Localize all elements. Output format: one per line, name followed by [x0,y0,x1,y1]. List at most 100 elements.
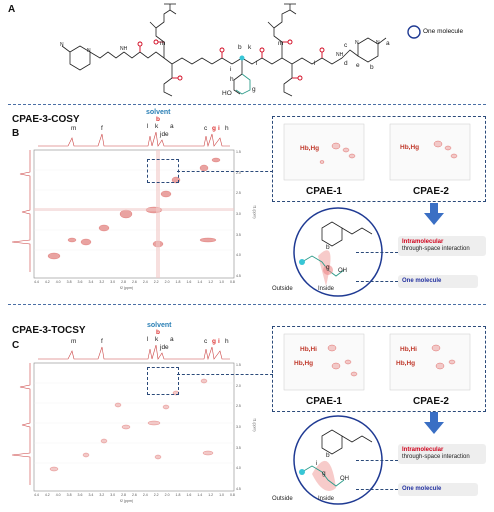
tocsy-x-tick: 3.0 [110,493,116,497]
cosy-x-tick: 2.0 [164,280,170,284]
cosy-x-tick: 3.2 [99,280,105,284]
c-label-h: h [225,338,229,345]
b-label-c: c [204,125,208,132]
c-label-k: k [155,336,159,343]
tocsy-inset-1 [283,333,365,391]
atom-label-c: c [344,42,348,49]
cosy-x-tick: 2.2 [153,280,159,284]
atom-label-d: d [344,60,348,67]
tocsy-callout-text: through-space interaction [402,453,470,460]
tocsy-y-tick: 4.5 [236,487,241,491]
atom-label-e: e [356,62,360,69]
svg-text:NH: NH [120,46,128,52]
panel-b-solvent: solvent [146,109,171,116]
tocsy-x-axis-label: f2 (ppm) [120,499,134,503]
cosy-x-tick: 3.0 [110,280,116,284]
cosy-callout-interaction: Intramolecular through-space interaction [398,236,486,256]
cosy-callout-line-2 [356,281,398,282]
tocsy-x-tick: 2.4 [142,493,148,497]
cosy-callout-text: through-space interaction [402,245,470,252]
tocsy-inset-frame [272,326,486,412]
b-label-l: l [147,123,149,130]
c-label-i: i [218,338,220,345]
tocsy-callout-line-2 [356,489,398,490]
tocsy-x-tick: 1.0 [219,493,224,497]
tocsy-inset-2-label: CPAE-2 [413,396,449,407]
tocsy-callout-red: Intramolecular [402,447,444,453]
b-label-a: a [170,123,174,130]
atom-label-l-right: l [314,60,316,67]
cosy-inside-label: Inside [318,286,335,292]
cosy-x-tick: 2.6 [132,280,137,284]
cosy-x-tick: 0.8 [230,280,235,284]
cosy-x-tick: 3.6 [77,280,83,284]
panel-b-peak-b: b [156,116,160,123]
cosy-mol-label-oh: OH [338,268,347,274]
cosy-inset-1 [283,123,365,181]
cosy-y-tick: 3.0 [236,212,241,216]
tocsy-y-tick: 4.0 [236,466,241,471]
atom-label-a: a [386,40,390,47]
cosy-molecule-circle [293,207,383,297]
cosy-x-tick: 4.0 [55,280,61,284]
tocsy-x-tick: 4.2 [44,493,50,497]
b-label-f: f [101,125,103,132]
cosy-x-tick: 1.6 [186,280,192,284]
c-label-g: g [212,338,216,345]
tocsy-inset-2-cross-2: Hb,Hg [396,360,416,367]
tocsy-outside-label: Outside [272,496,293,502]
panel-c-solvent: solvent [147,322,172,329]
panel-c-letter: C [12,340,20,351]
cosy-mol-label-b: b [326,244,330,251]
cosy-callout-one-molecule: One molecule [398,275,478,288]
c-label-m: m [71,338,77,345]
cosy-y-tick: 2.0 [236,170,241,175]
tocsy-zoom-box [147,367,179,395]
tocsy-mol-label-g: g [322,470,326,477]
b-label-i: i [218,125,220,132]
b-label-jde: jde [160,131,169,138]
atom-label-m-right: m [278,40,284,47]
tocsy-mol-label-b: b [326,452,330,459]
tocsy-y-axis-label: f1 (ppm) [252,418,257,432]
tocsy-x-tick: 3.8 [66,493,72,497]
cosy-x-tick: 1.4 [197,280,203,284]
svg-text:N: N [355,40,359,46]
arrow-down-icon [424,203,444,225]
svg-text:NH: NH [336,52,344,58]
cosy-callout-line-1 [356,252,398,253]
cosy-x-tick: 3.8 [66,280,72,284]
atom-label-b: b [238,44,242,51]
c-label-f: f [101,338,103,345]
tocsy-y-tick: 1.5 [236,363,241,367]
tocsy-inset-1-cross-2: Hb,Hg [294,360,314,367]
cosy-inset-1-cross: Hb,Hg [300,145,320,152]
cosy-x-tick: 3.4 [88,280,94,284]
cosy-x-tick: 1.0 [219,280,224,284]
cosy-inset-2 [389,123,471,181]
cosy-x-tick: 4.2 [44,280,50,284]
cosy-inset-2-label: CPAE-2 [413,186,449,197]
tocsy-x-tick: 3.4 [88,493,94,497]
tocsy-x-tick: 1.4 [197,493,203,497]
cosy-y-tick: 4.0 [236,253,241,258]
arrow-down-icon-c [424,412,444,434]
b-label-h: h [225,125,229,132]
cosy-mol-label-g: g [326,264,330,271]
legend-one-molecule: One molecule [423,28,464,35]
atom-label-k-center: k [248,44,252,51]
atom-label-i: i [230,66,232,73]
cosy-x-tick: 1.2 [208,280,214,284]
cosy-inset-2-cross: Hb,Hg [400,144,420,151]
atom-label-b-right: b [370,64,374,71]
cosy-callout-red: Intramolecular [402,239,444,245]
tocsy-callout-line-1 [356,460,398,461]
panel-a-molecule-structure: N N NH NH N N [60,3,421,97]
cosy-x-tick: 1.8 [175,280,181,284]
tocsy-inside-label: Inside [318,496,335,502]
tocsy-spectrum [11,345,235,492]
atom-label-oh: HO [222,90,232,97]
